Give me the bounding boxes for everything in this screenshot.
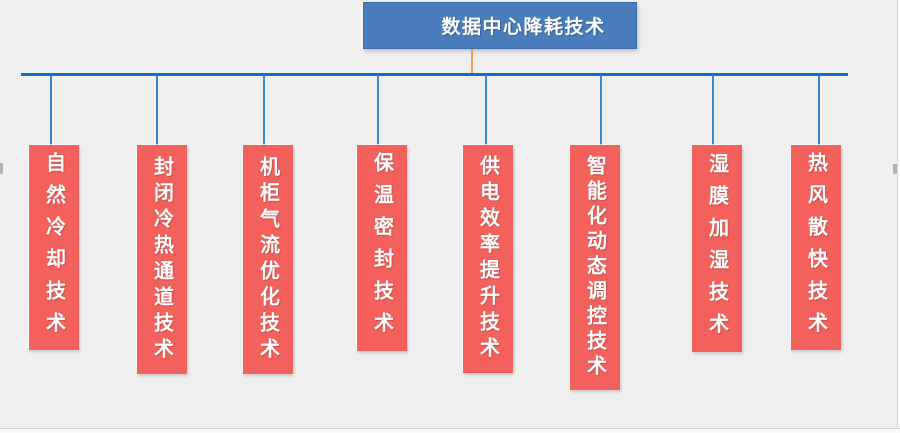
branch-node-6: 智能化动态调控技术: [570, 145, 620, 390]
branch-connector-line-2: [156, 75, 158, 145]
root-node: 数据中心降耗技术: [363, 2, 637, 49]
bottom-margin: [0, 428, 900, 433]
branch-connector-line-8: [818, 75, 820, 145]
branch-node-1: 自然冷却技术: [29, 145, 79, 350]
branch-connector-line-5: [485, 75, 487, 145]
branch-node-4: 保温密封技术: [357, 145, 407, 351]
branch-connector-line-4: [377, 75, 379, 145]
branch-node-2: 封闭冷热通道技术: [137, 145, 187, 374]
branch-node-3: 机柜气流优化技术: [243, 145, 293, 374]
branch-node-5: 供电效率提升技术: [463, 145, 513, 373]
branch-connector-line-3: [263, 75, 265, 145]
branch-connector-line-7: [712, 75, 714, 145]
branch-connector-line-1: [50, 75, 52, 145]
root-connector-line: [471, 49, 473, 74]
branch-connector-line-6: [600, 75, 602, 145]
branch-node-7: 湿膜加湿技术: [692, 145, 742, 352]
branch-node-8: 热风散快技术: [791, 145, 841, 350]
trunk-connector-line: [21, 73, 848, 76]
right-margin: [897, 0, 900, 428]
left-edge-marker: [0, 163, 3, 174]
right-edge-marker: [893, 164, 897, 174]
